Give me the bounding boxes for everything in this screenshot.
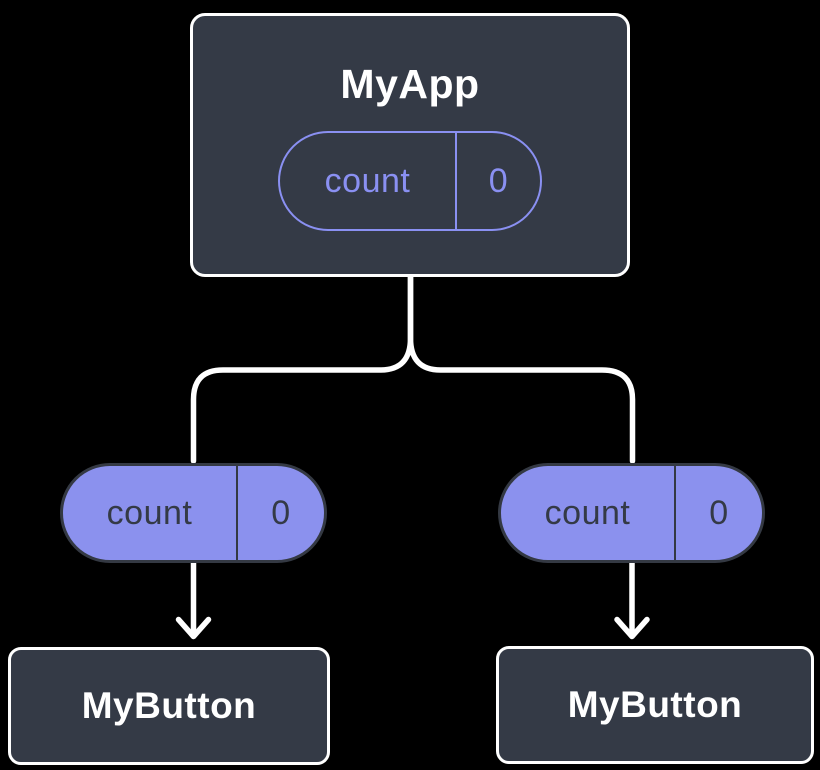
root-state-pill-key: count — [280, 133, 457, 229]
right-props-pill: count 0 — [498, 463, 765, 563]
left-props-pill-value: 0 — [271, 493, 291, 532]
left-child-node-mybutton: MyButton — [8, 647, 330, 765]
right-child-node-title: MyButton — [567, 684, 743, 725]
root-state-pill: count 0 — [278, 131, 542, 231]
branch-line-right — [407, 271, 636, 464]
root-node-title: MyApp — [340, 61, 480, 107]
arrow-down-left-icon — [175, 559, 212, 640]
right-props-pill-value: 0 — [709, 493, 729, 532]
left-child-node-title: MyButton — [81, 685, 257, 726]
root-state-pill-value: 0 — [488, 161, 509, 200]
left-props-pill-key: count — [63, 466, 238, 560]
branch-line-left — [190, 271, 414, 464]
right-props-pill-key: count — [501, 466, 676, 560]
root-node-myapp: MyApp count 0 — [190, 13, 630, 277]
arrow-down-right-icon — [614, 559, 650, 640]
right-child-node-mybutton: MyButton — [496, 646, 814, 764]
left-props-pill: count 0 — [60, 463, 327, 563]
